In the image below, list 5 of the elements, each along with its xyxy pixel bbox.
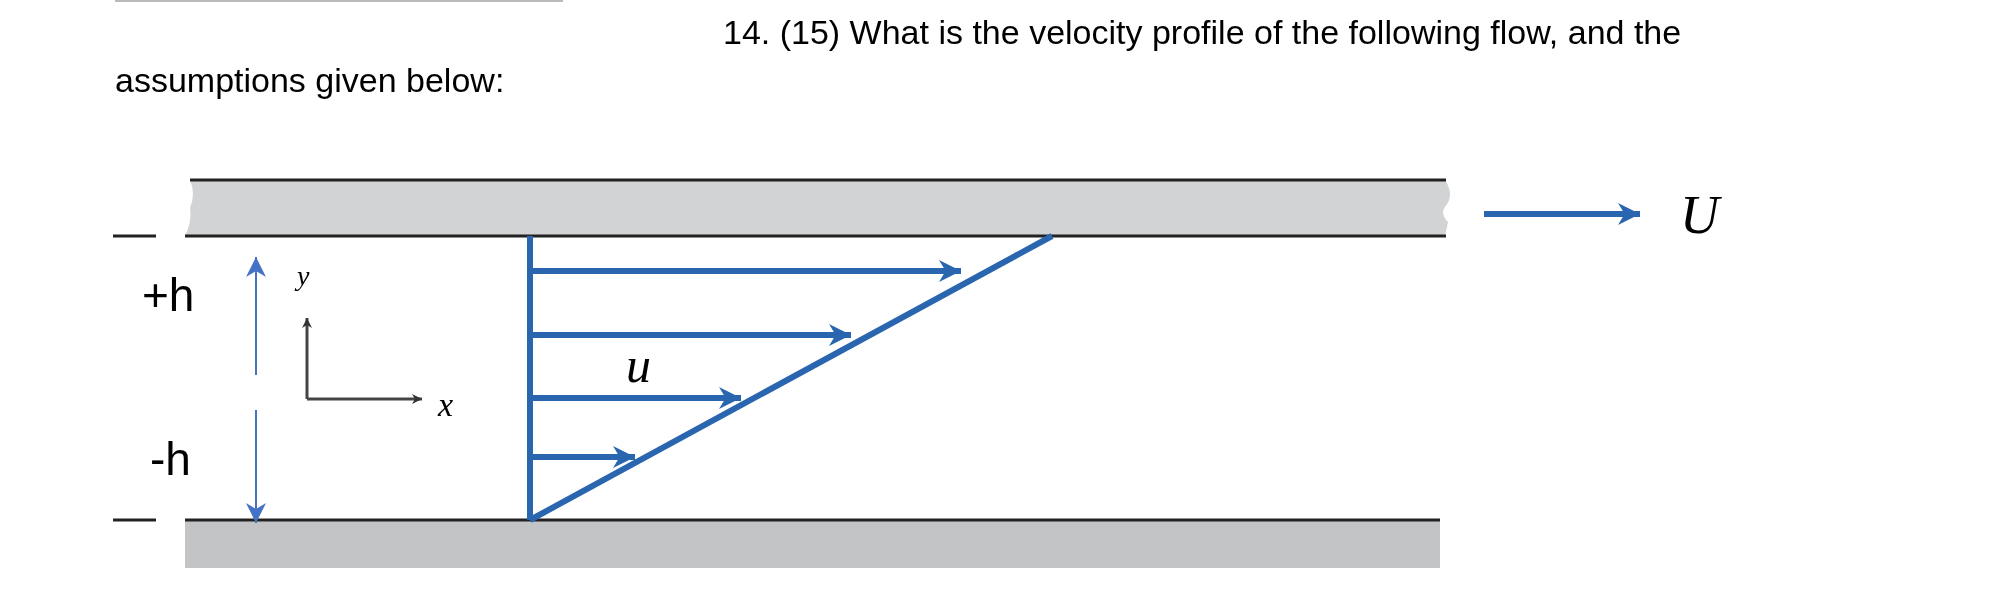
- axis-label: x: [438, 388, 454, 422]
- dimension-label: +h: [142, 272, 195, 318]
- dimension-label: -h: [150, 436, 191, 482]
- velocity-label: u: [626, 340, 651, 390]
- question-text: 14. (15) What is the velocity profile of the following flow, and the assumptions given below:: [115, 12, 1683, 101]
